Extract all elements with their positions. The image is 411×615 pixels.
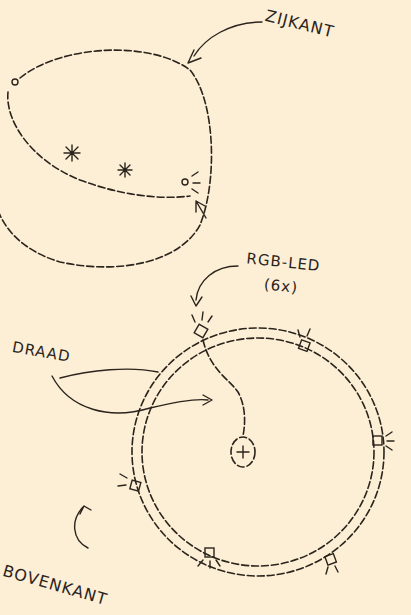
leader-line [52,376,208,413]
side-view-equator [8,92,190,197]
ring-outer [132,328,384,576]
ring-inner [142,338,374,566]
arrowhead [191,296,202,306]
part-label: DRAAD [11,338,72,366]
arrowhead [188,50,201,63]
center-part [231,437,255,467]
part-label: ZIJKANT [263,6,336,41]
leader-line [60,369,158,378]
rgb-led [118,312,394,574]
led-star [12,79,200,193]
label-text: ZIJKANT [263,6,336,41]
leader-line [194,22,262,56]
wire [203,340,245,436]
label-text: BOVENKANT [1,561,110,609]
part-label: BOVENKANT [1,561,110,609]
center-mark [237,446,249,458]
leader-line [196,266,238,300]
leader-line [75,506,91,548]
arrowhead [203,395,212,405]
arrowhead [196,201,206,218]
side-view-outline [0,50,211,267]
label-text: DRAAD [11,338,72,366]
part-label: RGB-LED (6x) [239,246,326,302]
label-text: RGB-LED (6x) [246,249,322,296]
